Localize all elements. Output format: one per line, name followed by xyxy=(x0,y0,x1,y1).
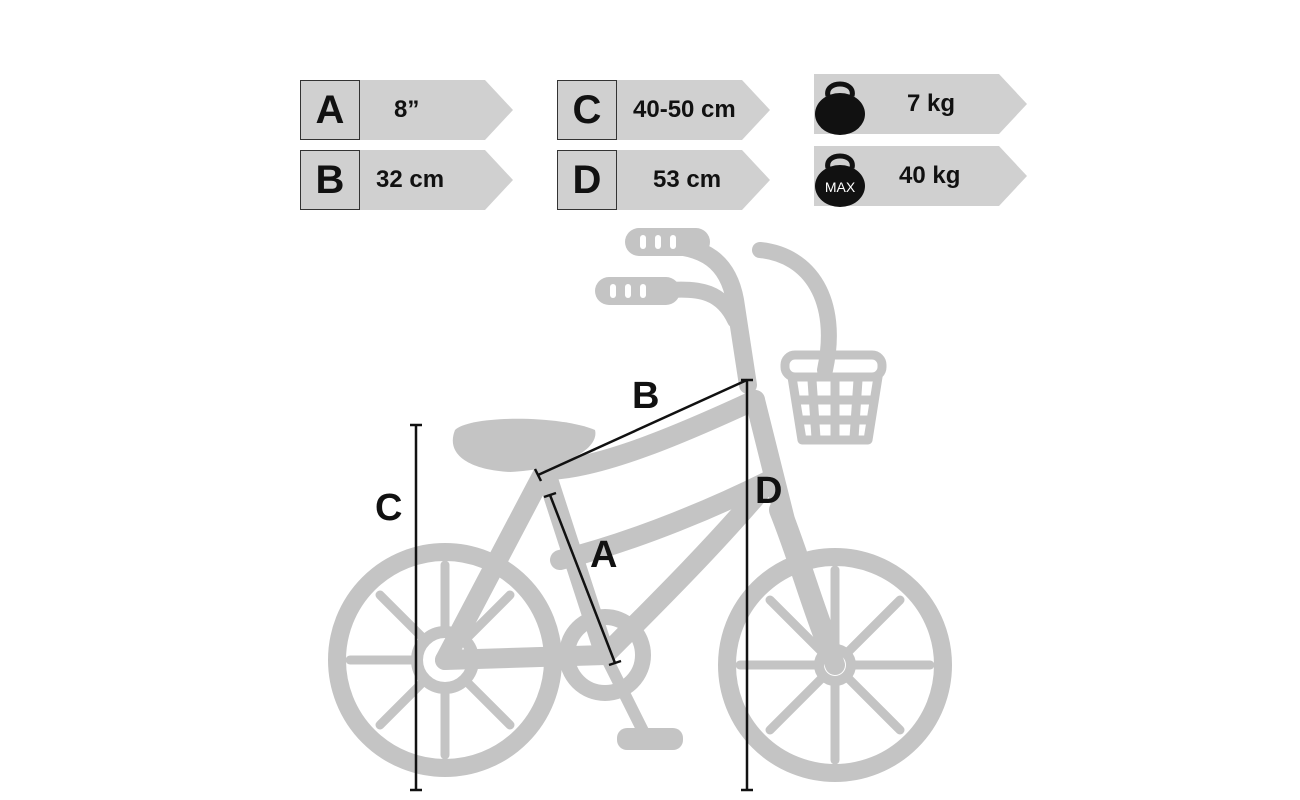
weight-tag-bike: 7 kg xyxy=(814,74,1029,135)
tag-arrow-shape xyxy=(814,74,1029,134)
spec-value-d: 53 cm xyxy=(653,166,722,193)
bike-weight-value: 7 kg xyxy=(907,90,956,117)
tag-arrow-shape xyxy=(617,150,772,210)
max-icon-text: MAX xyxy=(825,179,856,195)
spec-tag-b: B 32 cm xyxy=(300,150,515,210)
tag-arrow-shape xyxy=(360,80,515,140)
tag-arrow-shape xyxy=(617,80,772,140)
spec-value-a: 8” xyxy=(394,96,420,123)
spec-tag-c: C 40-50 cm xyxy=(557,80,772,140)
saddle xyxy=(452,418,596,472)
handlebar-streamer xyxy=(752,242,837,378)
dimension-label-a: A xyxy=(590,534,617,576)
spec-letter-d: D xyxy=(557,150,617,210)
chainring xyxy=(559,609,651,701)
spec-value-b: 32 cm xyxy=(376,166,445,193)
spec-letter-a: A xyxy=(300,80,360,140)
tag-arrow-shape xyxy=(360,150,515,210)
pedal xyxy=(617,728,683,750)
pedal-crank xyxy=(599,649,651,741)
dimension-lines xyxy=(410,378,753,792)
max-load-value: 40 kg xyxy=(899,162,961,189)
spec-tag-d: D 53 cm xyxy=(557,150,772,210)
dimension-line-a xyxy=(548,494,617,664)
handlebar-lower xyxy=(662,281,743,328)
dimension-label-b: B xyxy=(632,375,659,417)
spec-value-c: 40-50 cm xyxy=(633,96,736,123)
weight-tag-max: MAX 40 kg xyxy=(814,146,1029,207)
max-kettlebell-icon: MAX xyxy=(815,153,865,207)
spec-letter-b: B xyxy=(300,150,360,210)
spec-tag-a: A 8” xyxy=(300,80,515,140)
front-wheel xyxy=(718,548,952,782)
grip-upper xyxy=(625,228,710,256)
front-basket xyxy=(780,350,887,445)
dimension-label-d: D xyxy=(755,470,782,512)
dimension-line-b xyxy=(537,378,748,477)
kettlebell-icon xyxy=(815,81,865,135)
dimension-label-c: C xyxy=(375,487,402,529)
spec-letter-c: C xyxy=(557,80,617,140)
grip-lower xyxy=(595,277,680,305)
front-fender xyxy=(769,499,841,661)
bicycle-silhouette xyxy=(328,228,952,782)
tag-arrow-shape xyxy=(814,146,1029,206)
